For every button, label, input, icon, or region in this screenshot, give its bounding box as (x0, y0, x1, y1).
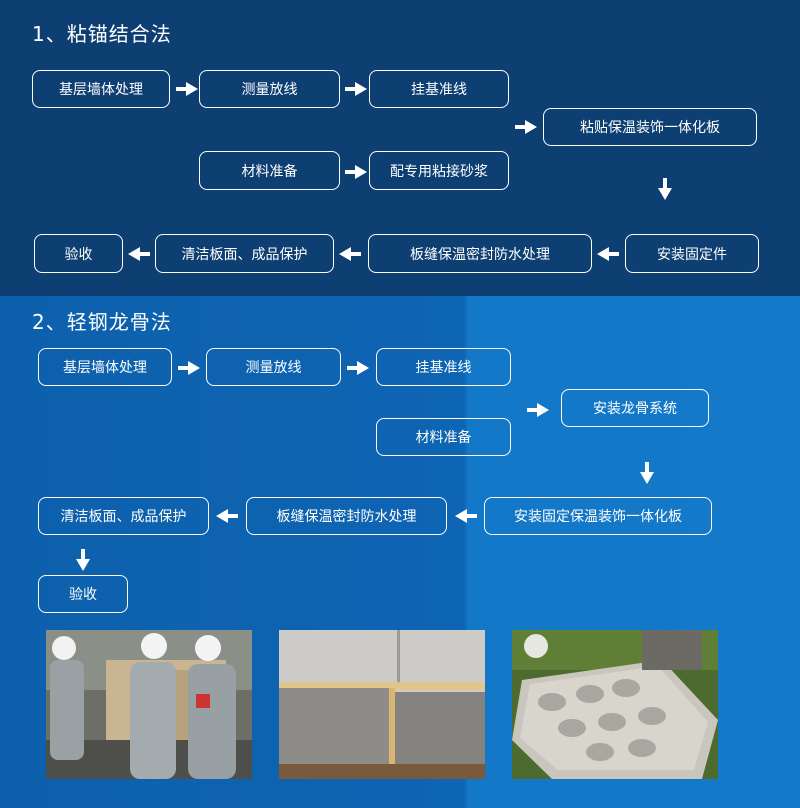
step1-accept: 验收 (34, 234, 123, 273)
step1-mortar: 配专用粘接砂浆 (369, 151, 509, 190)
step2-hang-line: 挂基准线 (376, 348, 511, 386)
step2-accept: 验收 (38, 575, 128, 613)
section2-title: 2、轻钢龙骨法 (32, 310, 172, 334)
step1-paste-board: 粘贴保温装饰一体化板 (543, 108, 757, 146)
step1-clean: 清洁板面、成品保护 (155, 234, 334, 273)
section1-title: 1、粘锚结合法 (32, 22, 172, 46)
arrow-left-icon (128, 247, 150, 261)
section-adhesive-anchor: 1、粘锚结合法 基层墙体处理 测量放线 挂基准线 粘贴保温装饰一体化板 材料准备… (0, 0, 800, 296)
arrow-down-icon (658, 178, 672, 200)
step1-install-fixture: 安装固定件 (625, 234, 759, 273)
step2-keel: 安装龙骨系统 (561, 389, 709, 427)
arrow-left-icon (216, 509, 238, 523)
step1-hang-line: 挂基准线 (369, 70, 509, 108)
step2-material: 材料准备 (376, 418, 511, 456)
arrow-right-icon (515, 120, 537, 134)
photo-mortar-application (512, 630, 718, 779)
photo-board-wall (279, 630, 485, 779)
arrow-down-icon (76, 549, 90, 571)
arrow-right-icon (176, 82, 198, 96)
step2-base-treatment: 基层墙体处理 (38, 348, 172, 386)
arrow-left-icon (455, 509, 477, 523)
photo-workers-installing (46, 630, 252, 779)
arrow-right-icon (527, 403, 549, 417)
step2-measure: 测量放线 (206, 348, 341, 386)
step1-seal: 板缝保温密封防水处理 (368, 234, 592, 273)
arrow-left-icon (339, 247, 361, 261)
arrow-down-icon (640, 462, 654, 484)
step1-material: 材料准备 (199, 151, 340, 190)
step1-measure: 测量放线 (199, 70, 340, 108)
arrow-right-icon (345, 165, 367, 179)
arrow-left-icon (597, 247, 619, 261)
step1-base-treatment: 基层墙体处理 (32, 70, 170, 108)
step2-seal: 板缝保温密封防水处理 (246, 497, 447, 535)
step2-install-board: 安装固定保温装饰一体化板 (484, 497, 712, 535)
arrow-right-icon (345, 82, 367, 96)
arrow-right-icon (178, 361, 200, 375)
step2-clean: 清洁板面、成品保护 (38, 497, 209, 535)
arrow-right-icon (347, 361, 369, 375)
